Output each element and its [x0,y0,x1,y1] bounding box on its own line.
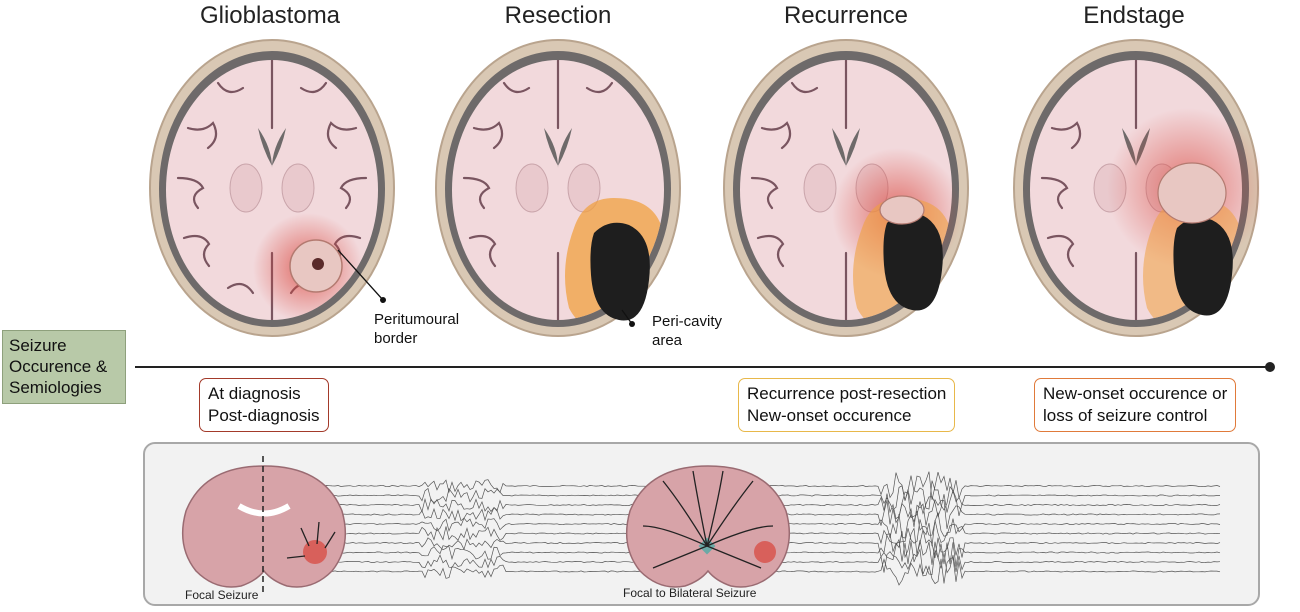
seizure-semiology-panel: Focal Seizure Focal to Bilateral Seizure [143,442,1260,606]
label-focal-to-bilateral-seizure: Focal to Bilateral Seizure [623,586,757,600]
timeline-end-dot [1265,362,1275,372]
seizure-occurrence-label: Seizure Occurence & Semiologies [2,330,126,404]
callout-peritumoural-line2: border [374,330,418,347]
callout-pericavity-line1: Peri-cavity [652,313,723,330]
occurrence-endstage-line2: loss of seizure control [1043,406,1208,425]
timeline-axis [135,366,1270,368]
stage-title-glioblastoma: Glioblastoma [199,2,341,29]
callout-peritumoural-line1: Peritumoural [374,311,460,328]
occurrence-box-diagnosis: At diagnosis Post-diagnosis [199,378,329,432]
brain-resection [435,39,681,337]
callout-pericavity-area: Peri-cavity area [652,312,722,350]
stage-title-resection: Resection [504,2,612,29]
occurrence-endstage-line1: New-onset occurence or [1043,384,1228,403]
callout-pericavity-line2: area [652,332,683,349]
stage-title-endstage: Endstage [1083,2,1185,29]
side-label-line3: Semiologies [9,378,102,397]
occurrence-diagnosis-line2: Post-diagnosis [208,406,320,425]
label-focal-seizure: Focal Seizure [185,588,259,602]
coronal-brain-focal [181,456,347,596]
occurrence-box-endstage: New-onset occurence or loss of seizure c… [1034,378,1237,432]
occurrence-recurrence-line1: Recurrence post-resection [747,384,947,403]
eeg-trace-line [319,471,1221,501]
brain-endstage [1013,39,1260,337]
side-label-line1: Seizure [9,336,67,355]
coronal-brain-bilateral [625,465,791,588]
brain-recurrence [723,39,969,337]
stage-title-recurrence: Recurrence [783,2,909,29]
side-label-line2: Occurence & [9,357,108,376]
brain-glioblastoma [149,39,395,337]
occurrence-recurrence-line2: New-onset occurence [747,406,912,425]
occurrence-diagnosis-line1: At diagnosis [208,384,301,403]
occurrence-box-recurrence: Recurrence post-resection New-onset occu… [738,378,956,432]
callout-peritumoural-border: Peritumoural border [374,310,459,348]
